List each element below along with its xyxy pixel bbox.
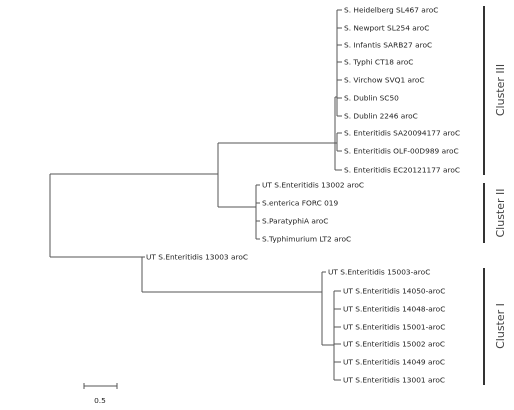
leaf-label: S. Newport SL254 aroC	[344, 24, 429, 33]
leaf-label: UT S.Enteritidis 15002 aroC	[343, 340, 445, 349]
leaf-label: UT S.Enteritidis 13003 aroC	[146, 253, 248, 262]
leaf-label: S. Heidelberg SL467 aroC	[344, 6, 438, 15]
leaf-label: S. Enteritidis SA20094177 aroC	[344, 129, 460, 138]
leaf-label: UT S.Enteritidis 14050-aroC	[343, 287, 445, 296]
leaf-label: S.enterica FORC 019	[262, 199, 338, 208]
leaf-label: S. Enteritidis OLF-00D989 aroC	[344, 147, 459, 156]
leaf-label: UT S.Enteritidis 15003-aroC	[328, 268, 430, 277]
cluster-i-label: Cluster I	[494, 303, 507, 349]
leaf-label: S. Virchow SVQ1 aroC	[344, 76, 425, 85]
leaf-label: S.ParatyphiA aroC	[262, 217, 328, 226]
leaf-label: S. Dublin 2246 aroC	[344, 112, 418, 121]
cluster-iii-label: Cluster III	[494, 64, 507, 116]
leaf-label: S. Infantis SARB27 aroC	[344, 41, 432, 50]
leaf-label: S. Dublin SC50	[344, 94, 399, 103]
scale-bar: 0.5	[83, 383, 118, 405]
leaf-label: S.Typhimurium LT2 aroC	[262, 235, 351, 244]
leaf-label: UT S.Enteritidis 13002 aroC	[262, 181, 364, 190]
leaf-label: UT S.Enteritidis 14049 aroC	[343, 358, 445, 367]
leaf-label: UT S.Enteritidis 13001 aroC	[343, 376, 445, 385]
leaf-label: S. Typhi CT18 aroC	[344, 58, 413, 67]
cluster-ii-label: Cluster II	[494, 188, 507, 237]
scale-bar-label: 0.5	[94, 396, 106, 405]
leaf-label: UT S.Enteritidis 14048-aroC	[343, 305, 445, 314]
leaf-label: S. Enteritidis EC20121177 aroC	[344, 166, 460, 175]
leaf-label: UT S.Enteritidis 15001-aroC	[343, 323, 445, 332]
